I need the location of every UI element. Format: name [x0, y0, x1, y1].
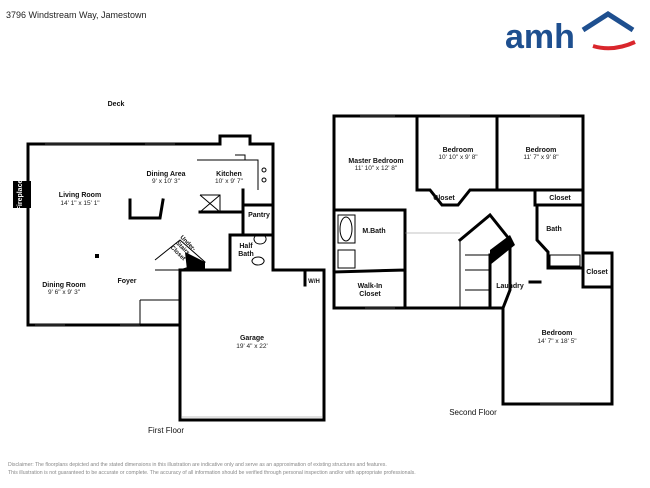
roof-icon [581, 11, 635, 33]
half-bath-label-1: Half [239, 243, 253, 250]
second-floor-plan [332, 114, 614, 406]
closet-1-label: Closet [433, 195, 455, 202]
second-floor-label: Second Floor [449, 408, 497, 417]
master-bath-label: M.Bath [362, 228, 385, 235]
bedroom-3-dims: 11' 7" x 9' 8" [523, 154, 559, 161]
pantry-label: Pantry [248, 212, 270, 219]
bedroom-4-dims: 14' 7" x 18' 5" [537, 338, 577, 345]
dining-room-dims: 9' 6" x 9' 3" [48, 289, 81, 296]
kitchen-dims: 10' x 9' 7" [215, 178, 244, 185]
kitchen-label: Kitchen [216, 171, 242, 178]
first-floor-plan [13, 134, 326, 422]
half-bath-label-2: Bath [238, 251, 254, 258]
property-address: 3796 Windstream Way, Jamestown [6, 10, 147, 20]
amh-logo: amh [505, 11, 636, 56]
svg-text:amh: amh [505, 18, 575, 56]
master-bedroom-dims: 11' 10" x 12' 8" [355, 165, 398, 172]
walk-in-closet-label-2: Closet [359, 291, 381, 298]
walk-in-closet-label-1: Walk-In [358, 283, 383, 290]
disclaimer-line-1: Disclaimer: The floorplans depicted and … [8, 462, 387, 468]
dining-area-dims: 9' x 10' 3" [152, 178, 181, 185]
closet-2-label: Closet [549, 195, 571, 202]
dining-area-label: Dining Area [146, 171, 185, 178]
closet-3-label: Closet [586, 269, 608, 276]
bedroom-3-label: Bedroom [526, 147, 557, 154]
living-room-label: Living Room [59, 192, 101, 199]
deck-label: Deck [108, 101, 125, 108]
swoosh-icon [592, 40, 636, 51]
bath-label: Bath [546, 226, 562, 233]
first-floor-label: First Floor [148, 426, 184, 435]
bedroom-2-label: Bedroom [443, 147, 474, 154]
laundry-label: Laundry [496, 283, 524, 290]
garage-dims: 19' 4" x 22' [236, 343, 268, 350]
disclaimer-line-2: This illustration is not guaranteed to b… [8, 470, 416, 476]
fireplace-label: Fireplace [17, 180, 24, 211]
garage-label: Garage [240, 335, 264, 342]
foyer-label: Foyer [117, 278, 136, 285]
fireplace-box [13, 181, 31, 208]
bedroom-2-dims: 10' 10" x 9' 8" [438, 154, 478, 161]
master-bedroom-label: Master Bedroom [348, 158, 403, 165]
dining-room-label: Dining Room [42, 282, 86, 289]
bedroom-4-label: Bedroom [542, 330, 573, 337]
wh-label: W/H [308, 279, 320, 285]
living-room-dims: 14' 1" x 15' 1" [60, 200, 100, 207]
